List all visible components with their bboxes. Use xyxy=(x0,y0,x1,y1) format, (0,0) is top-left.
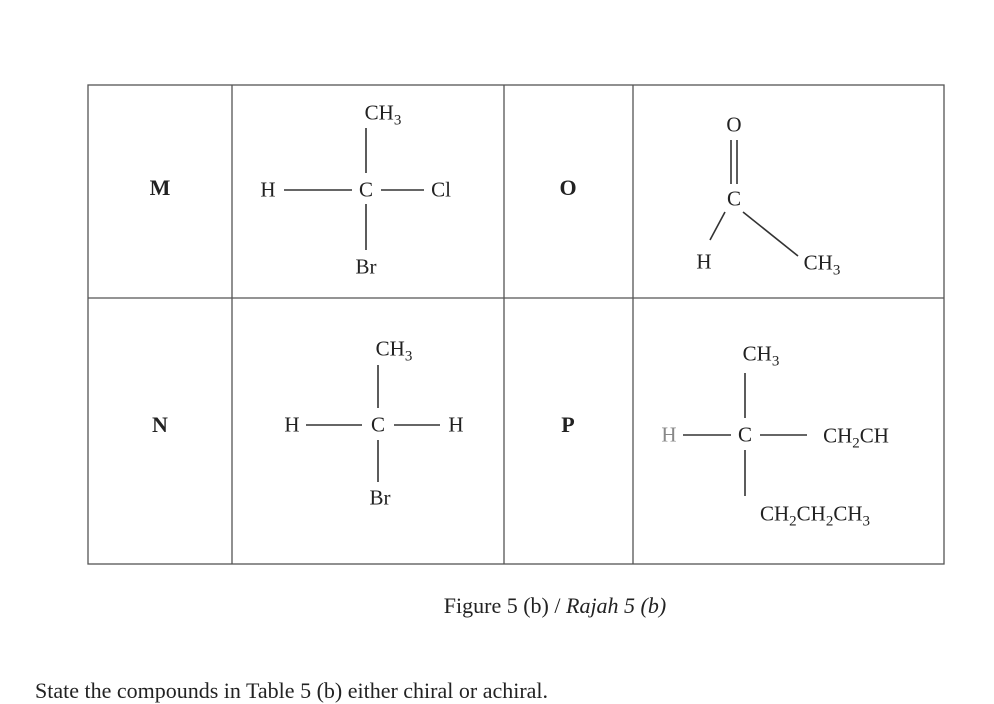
o-carbon: C xyxy=(726,186,742,211)
figure-caption: Figure 5 (b) / Rajah 5 (b) xyxy=(444,593,666,619)
m-top-group: CH3 xyxy=(364,100,402,129)
compound-label-n: N xyxy=(152,412,168,437)
o-right-group: CH3 xyxy=(803,250,841,279)
o-oxygen: O xyxy=(726,112,742,137)
p-left-group: H xyxy=(661,422,677,447)
p-top-group: CH3 xyxy=(742,341,780,370)
p-bottom-group: CH2CH2CH3 xyxy=(759,501,871,530)
n-bottom-group: Br xyxy=(369,485,391,510)
n-central-carbon: C xyxy=(370,412,386,437)
m-central-carbon: C xyxy=(358,177,374,202)
p-right-group: CH2CH xyxy=(823,423,889,452)
p-central-carbon: C xyxy=(737,422,753,447)
n-right-group: H xyxy=(448,412,464,437)
caption-italic: Rajah 5 (b) xyxy=(566,593,667,618)
bonds xyxy=(284,128,807,496)
question-text: State the compounds in Table 5 (b) eithe… xyxy=(35,678,549,703)
compound-label-p: P xyxy=(561,412,575,437)
m-left-group: H xyxy=(260,177,276,202)
compound-label-o: O xyxy=(559,175,577,200)
o-left-group: H xyxy=(696,249,712,274)
m-bottom-group: Br xyxy=(355,254,377,279)
caption-main: Figure 5 (b) / xyxy=(443,593,566,618)
m-right-group: Cl xyxy=(431,177,451,202)
n-top-group: CH3 xyxy=(375,336,413,365)
compound-label-m: M xyxy=(149,175,171,200)
n-left-group: H xyxy=(284,412,300,437)
